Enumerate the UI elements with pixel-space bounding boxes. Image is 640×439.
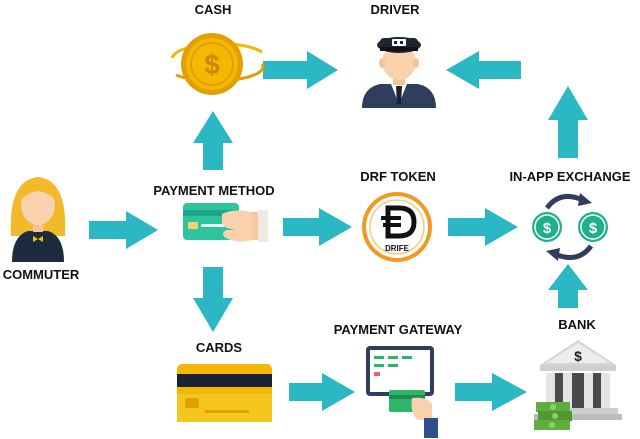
- bank-building-icon: $: [534, 340, 622, 430]
- arrow-token-to-exchange: [448, 208, 518, 246]
- dollar-coin-icon: $: [170, 33, 265, 95]
- arrow-gateway-to-bank: [455, 373, 527, 411]
- hand-with-card-icon: [183, 203, 268, 242]
- commuter-person-icon: [10, 177, 66, 262]
- svg-text:$: $: [589, 220, 598, 237]
- svg-text:DRIFE: DRIFE: [385, 244, 410, 253]
- arrow-payment-to-cards: [193, 267, 233, 332]
- arrow-exchange-up: [548, 86, 588, 158]
- drife-token-icon: DRIFE: [362, 192, 432, 262]
- svg-text:$: $: [543, 220, 552, 237]
- currency-exchange-icon: $ $: [532, 193, 608, 261]
- payment-terminal-icon: [366, 346, 438, 438]
- arrow-cash-to-driver: [263, 51, 338, 89]
- arrow-payment-to-token: [283, 208, 352, 246]
- label-cash: CASH: [194, 2, 232, 17]
- label-payment-method: PAYMENT METHOD: [153, 183, 275, 198]
- label-payment-gateway: PAYMENT GATEWAY: [333, 322, 463, 337]
- label-cards: CARDS: [195, 340, 243, 355]
- svg-text:$: $: [204, 49, 220, 80]
- label-in-app-exchange: IN-APP EXCHANGE: [509, 169, 631, 184]
- credit-card-icon: [177, 364, 272, 422]
- arrow-bank-to-exchange: [548, 264, 588, 308]
- label-bank: BANK: [558, 317, 596, 332]
- label-commuter: COMMUTER: [2, 267, 80, 282]
- label-driver: DRIVER: [370, 2, 420, 17]
- arrow-cards-to-gateway: [289, 373, 355, 411]
- taxi-driver-icon: [362, 37, 436, 108]
- svg-text:$: $: [574, 348, 582, 364]
- arrow-exchange-to-driver: [446, 51, 521, 89]
- label-drf-token: DRF TOKEN: [360, 169, 436, 184]
- arrow-payment-to-cash: [193, 111, 233, 170]
- arrow-commuter-to-payment: [89, 211, 158, 249]
